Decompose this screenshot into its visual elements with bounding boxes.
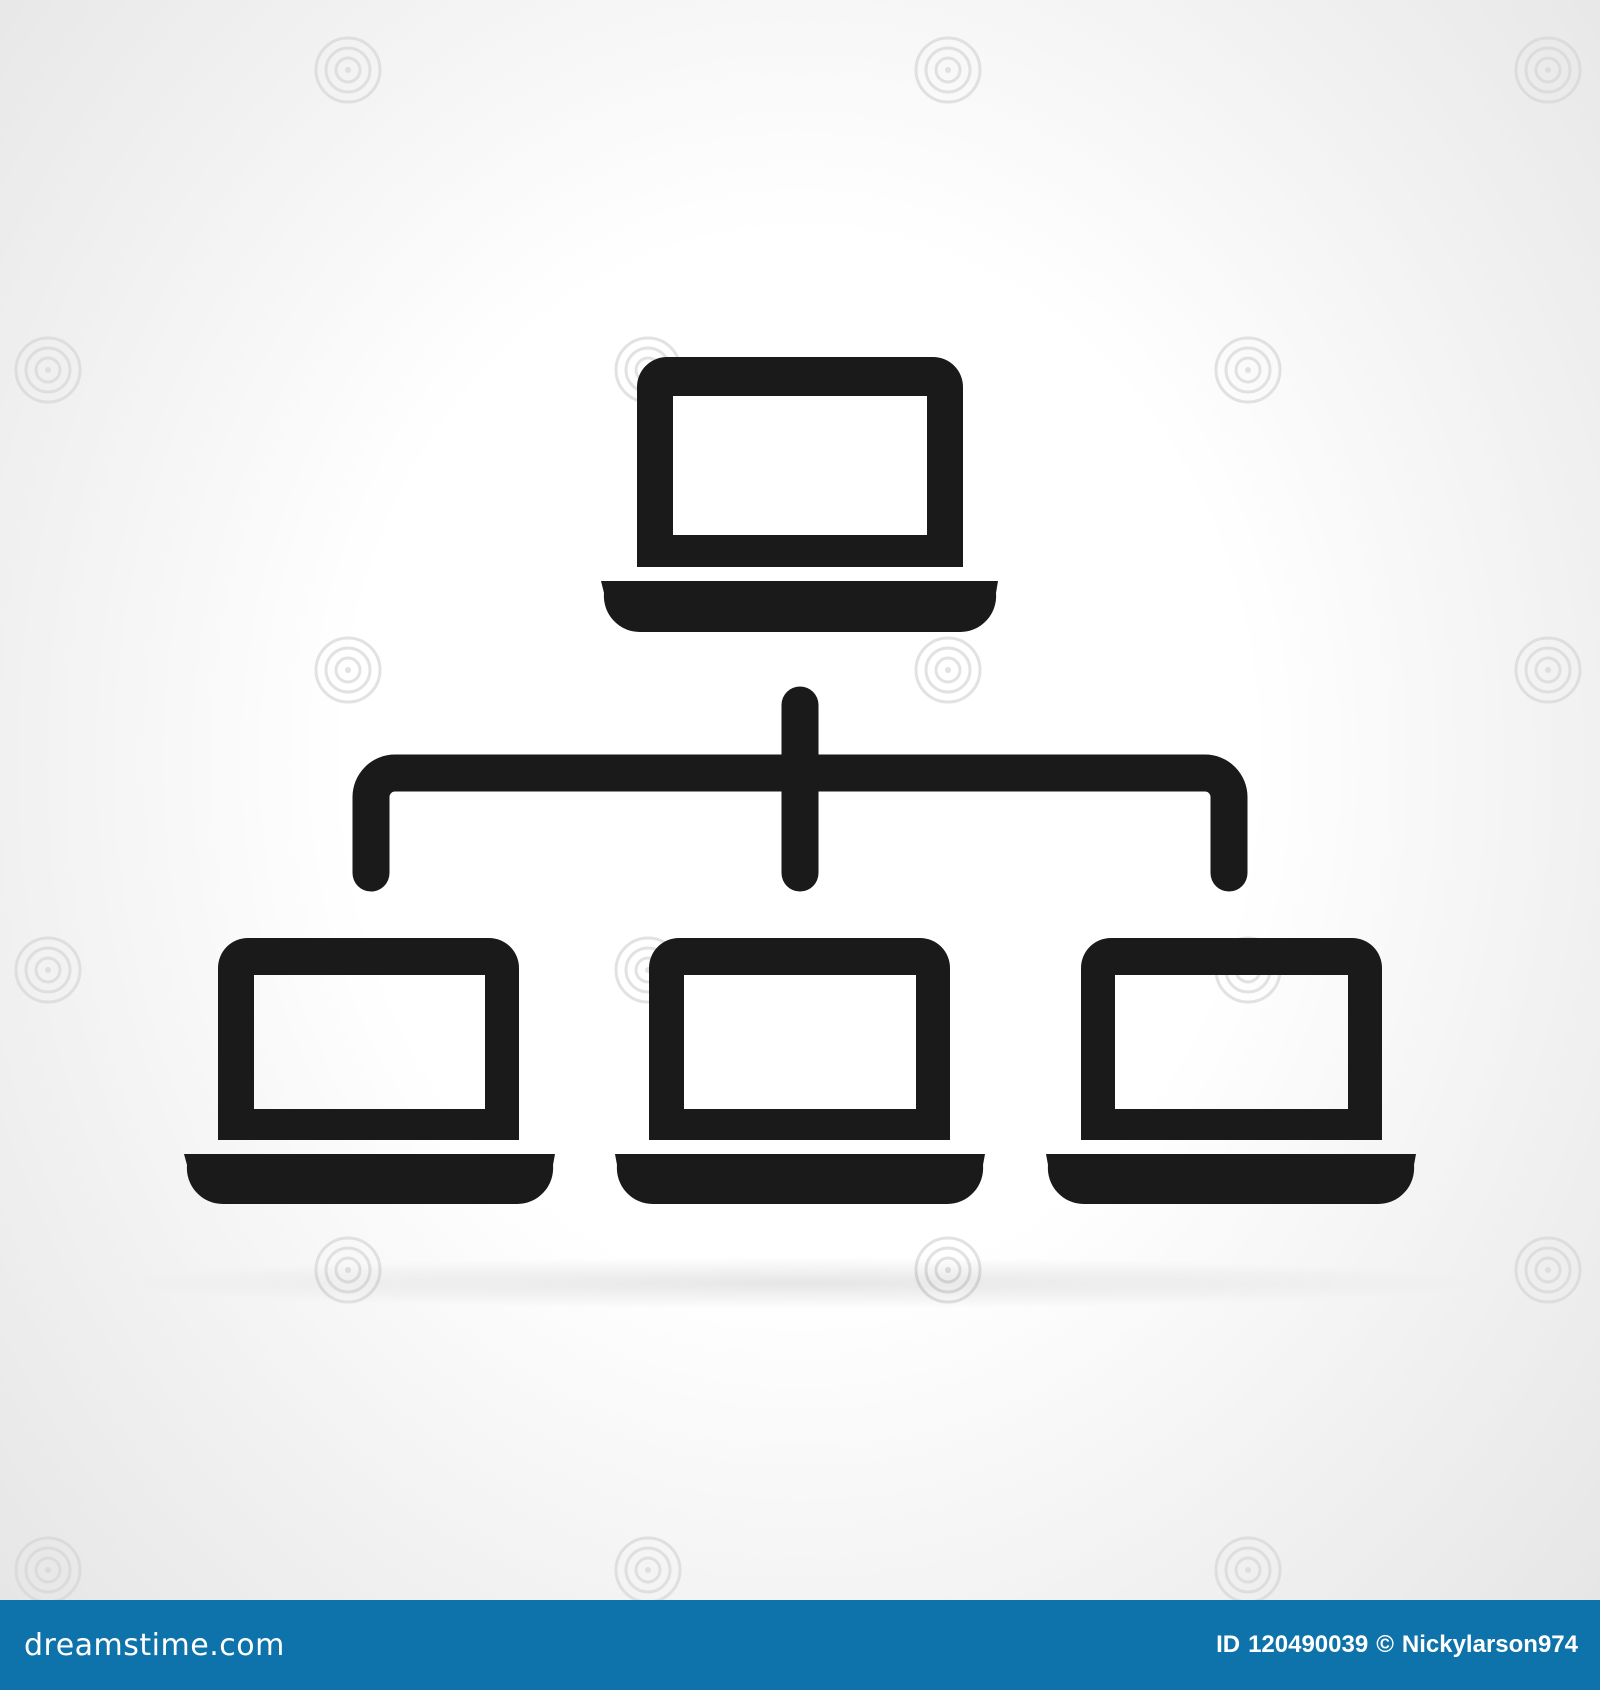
left-laptop-icon bbox=[184, 938, 555, 1205]
author-name: Nickylarson974 bbox=[1401, 1631, 1578, 1658]
network-hierarchy-diagram bbox=[14, 36, 1582, 1600]
image-credit: ID 120490039 © Nickylarson974 bbox=[1216, 1631, 1578, 1659]
ground-shadow bbox=[120, 1257, 1480, 1309]
brand-text: dreamstime.com bbox=[24, 1627, 285, 1663]
id-label: ID bbox=[1216, 1631, 1241, 1658]
network-connector bbox=[352, 686, 1248, 892]
copyright-icon: © bbox=[1376, 1631, 1394, 1658]
image-id: 120490039 bbox=[1248, 1631, 1369, 1658]
brand-logo: dreamstime.com bbox=[24, 1628, 285, 1663]
top-laptop-icon bbox=[601, 357, 998, 633]
attribution-bar: dreamstime.com ID 120490039 © Nickylarso… bbox=[0, 1600, 1600, 1690]
center-laptop-icon bbox=[615, 938, 985, 1205]
right-laptop-icon bbox=[1046, 938, 1416, 1205]
